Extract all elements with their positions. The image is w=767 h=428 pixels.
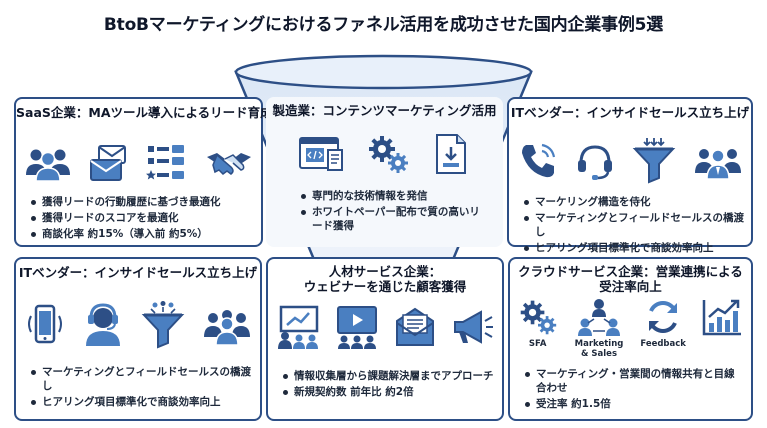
phone-icon	[521, 143, 555, 178]
email-icon	[396, 307, 434, 346]
list-item: 獲得リードの行動履歴に基づき最適化	[28, 195, 255, 209]
list-item: 新規契約数 前年比 約2倍	[280, 385, 496, 399]
page-title: BtoBマーケティングにおけるファネル活用を成功させた国内企業事例5選	[103, 15, 664, 35]
list-item: マーケリング構造を侍化	[521, 195, 745, 209]
growth-chart-icon	[703, 299, 742, 336]
panel-hr-service: 人材サービス企業： ウェビナーを通じた顧客獲得	[266, 257, 504, 421]
caption-sfa: SFA	[528, 339, 547, 349]
list-item: マーケティングとフィールドセールスの橋渡し	[28, 365, 254, 393]
panel-saas: SaaS企業：MAツール導入によるリード育成 獲得リードの行動履歴に基づき最適化…	[14, 97, 273, 247]
list-item: マーケティングとフィールドセールスの橋渡し	[521, 211, 745, 239]
list-item: マーケティング・営業間の情報共有と目線合わせ	[522, 367, 745, 395]
people-network-icon	[578, 299, 621, 336]
gears-icon	[369, 136, 409, 173]
code-document-icon	[299, 137, 344, 171]
gears-icon	[520, 300, 556, 335]
panel-saas-title: SaaS企業：MAツール導入によるリード育成	[16, 105, 273, 120]
list-item: 受注率 約1.5倍	[522, 397, 745, 411]
panel-it-vendor-bottom: ITベンダー：インサイドセールス立ち上げ マーケティングとフィールドセ	[14, 257, 262, 421]
panel-cloud-service: クラウドサービス企業：営業連携による 受注率向上 SFA	[508, 257, 753, 421]
handshake-icon	[207, 153, 252, 175]
caption-marketing-sales: Marketing & Sales	[574, 339, 624, 359]
refresh-icon	[649, 301, 678, 333]
scoring-list-icon	[146, 145, 185, 180]
panel-it-vendor-bottom-title: ITベンダー：インサイドセールス立ち上げ	[18, 265, 258, 280]
funnel-icon	[632, 138, 675, 184]
list-item: 専門的な技術情報を発信	[298, 189, 483, 203]
download-document-icon	[435, 134, 466, 174]
team-icon	[694, 149, 741, 180]
list-item: ヒアリング項目標準化で商談効率向上	[521, 241, 745, 255]
caption-feedback: Feedback	[640, 339, 686, 349]
email-icon	[89, 145, 126, 181]
team-icon	[25, 149, 70, 182]
panel-it-vendor-top-title: ITベンダー：インサイドセールス立ち上げ	[510, 105, 750, 120]
megaphone-icon	[454, 310, 493, 344]
headset-icon	[577, 145, 612, 180]
panel-hr-service-title: 人材サービス企業： ウェビナーを通じた顧客獲得	[303, 264, 467, 294]
list-item: 獲得リードのスコアを最適化	[28, 211, 255, 225]
list-item: ホワイトペーパー配布で質の高いリード獲得	[298, 205, 483, 233]
webinar-icon	[337, 306, 377, 349]
smartphone-icon	[27, 304, 62, 344]
team-icon	[203, 310, 250, 346]
panel-it-vendor-top: ITベンダー：インサイドセールス立ち上げ マーケリング構造を侍化 マーケティング…	[507, 97, 753, 254]
list-item: 商談化率 約15%（導入前 約5%）	[28, 227, 255, 241]
panel-cloud-service-title: クラウドサービス企業：営業連携による 受注率向上	[518, 264, 743, 294]
panel-manufacturing-title: 製造業：コンテンツマーケティング活用	[272, 103, 497, 118]
presentation-icon	[278, 305, 319, 349]
funnel-icon	[141, 301, 184, 349]
list-item: ヒアリング項目標準化で商談効率向上	[28, 395, 254, 409]
headset-person-icon	[85, 303, 120, 346]
list-item: 情報収集層から課題解決層までアプローチ	[280, 369, 496, 383]
panel-manufacturing: 製造業：コンテンツマーケティング活用 専門的な技術情報を発信	[266, 97, 503, 247]
